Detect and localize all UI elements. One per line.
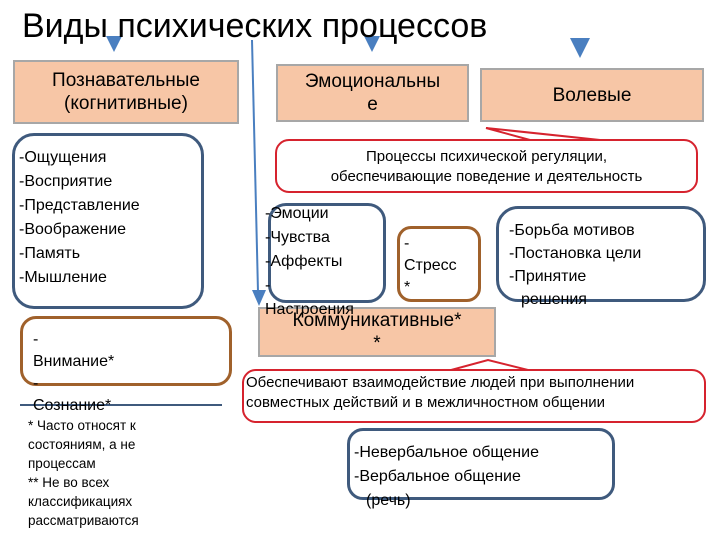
list-item: -Вербальное общение	[354, 468, 521, 485]
list-item: (речь)	[366, 492, 411, 509]
footnote-2-line: рассматриваются	[28, 513, 139, 528]
list-item: *	[404, 279, 411, 296]
header-communicative-line2: *	[373, 333, 381, 354]
list-item: -Ощущения	[19, 149, 107, 166]
down-arrow-volitional	[570, 38, 590, 58]
list-item: -Постановка цели	[509, 245, 642, 262]
header-emotional-line2: е	[367, 94, 378, 115]
cognitive-list-box: -Ощущения -Восприятие -Представление -Во…	[12, 133, 204, 309]
list-item: -Аффекты	[265, 253, 343, 270]
communication-callout-line2: совместных действий и в межличностном об…	[246, 394, 606, 411]
communication-callout: Обеспечивают взаимодействие людей при вы…	[242, 369, 706, 423]
footnote-1: * Часто относят к состояниям, а не проце…	[28, 416, 136, 473]
page-title: Виды психических процессов	[22, 7, 488, 45]
header-emotional: Эмоциональны е	[276, 64, 469, 122]
footnote-2: ** Не во всех классификациях рассматрива…	[28, 473, 139, 530]
down-arrow-emotional	[364, 36, 380, 52]
list-item: Внимание*	[33, 353, 115, 370]
header-cognitive-line1: Познавательные	[52, 70, 200, 91]
footnote-2-line: классификациях	[28, 494, 133, 509]
footnote-1-line: состояниям, а не	[28, 437, 136, 452]
regulation-callout-line1: Процессы психической регуляции,	[365, 148, 608, 165]
list-item: -Представление	[19, 197, 140, 214]
header-cognitive-line2: (когнитивные)	[64, 93, 188, 114]
communication-callout-line1: Обеспечивают взаимодействие людей при вы…	[246, 374, 635, 391]
regulation-callout: Процессы психической регуляции, обеспечи…	[275, 139, 698, 193]
list-item: Стресс	[404, 257, 457, 274]
list-item: -	[265, 277, 271, 294]
list-item: -	[33, 375, 39, 392]
header-volitional: Волевые	[480, 68, 704, 122]
list-item: -Принятие	[509, 268, 587, 285]
header-emotional-line1: Эмоциональны	[304, 71, 441, 92]
list-item: решения	[521, 291, 587, 308]
list-item: Сознание*	[33, 397, 112, 414]
emotional-list-box: -Эмоции -Чувства -Аффекты - Настроения	[265, 203, 386, 318]
list-item: -Память	[19, 245, 81, 262]
list-item: -Мышление	[19, 269, 107, 286]
footnote-2-line: ** Не во всех	[28, 475, 110, 490]
header-volitional-label: Волевые	[552, 84, 632, 106]
regulation-callout-pointer	[485, 127, 601, 141]
stress-box: - Стресс *	[397, 226, 481, 302]
regulation-callout-line2: обеспечивающие поведение и деятельность	[330, 168, 643, 185]
header-cognitive: Познавательные (когнитивные)	[13, 60, 239, 124]
list-item: -	[404, 235, 410, 252]
list-item: -	[33, 331, 39, 348]
list-item: -Борьба мотивов	[509, 222, 635, 239]
attention-box: - Внимание* - Сознание*	[20, 316, 232, 414]
down-arrow-cognitive	[106, 36, 122, 52]
header-communicative: Коммуникативные* *	[258, 307, 496, 357]
list-item: -Чувства	[265, 229, 330, 246]
vertical-arrow-communicative	[251, 39, 266, 306]
list-item: -Эмоции	[265, 205, 329, 222]
list-item: -Невербальное общение	[354, 444, 539, 461]
footnote-1-line: * Часто относят к	[28, 418, 136, 433]
header-communicative-line1: Коммуникативные*	[292, 310, 462, 331]
list-item: Настроения	[265, 301, 354, 318]
list-item: -Воображение	[19, 221, 127, 238]
list-item: -Восприятие	[19, 173, 113, 190]
communication-list-box: -Невербальное общение -Вербальное общени…	[347, 428, 615, 509]
volitional-list-box: -Борьба мотивов -Постановка цели -Принят…	[496, 206, 706, 308]
footnote-1-line: процессам	[28, 456, 96, 471]
